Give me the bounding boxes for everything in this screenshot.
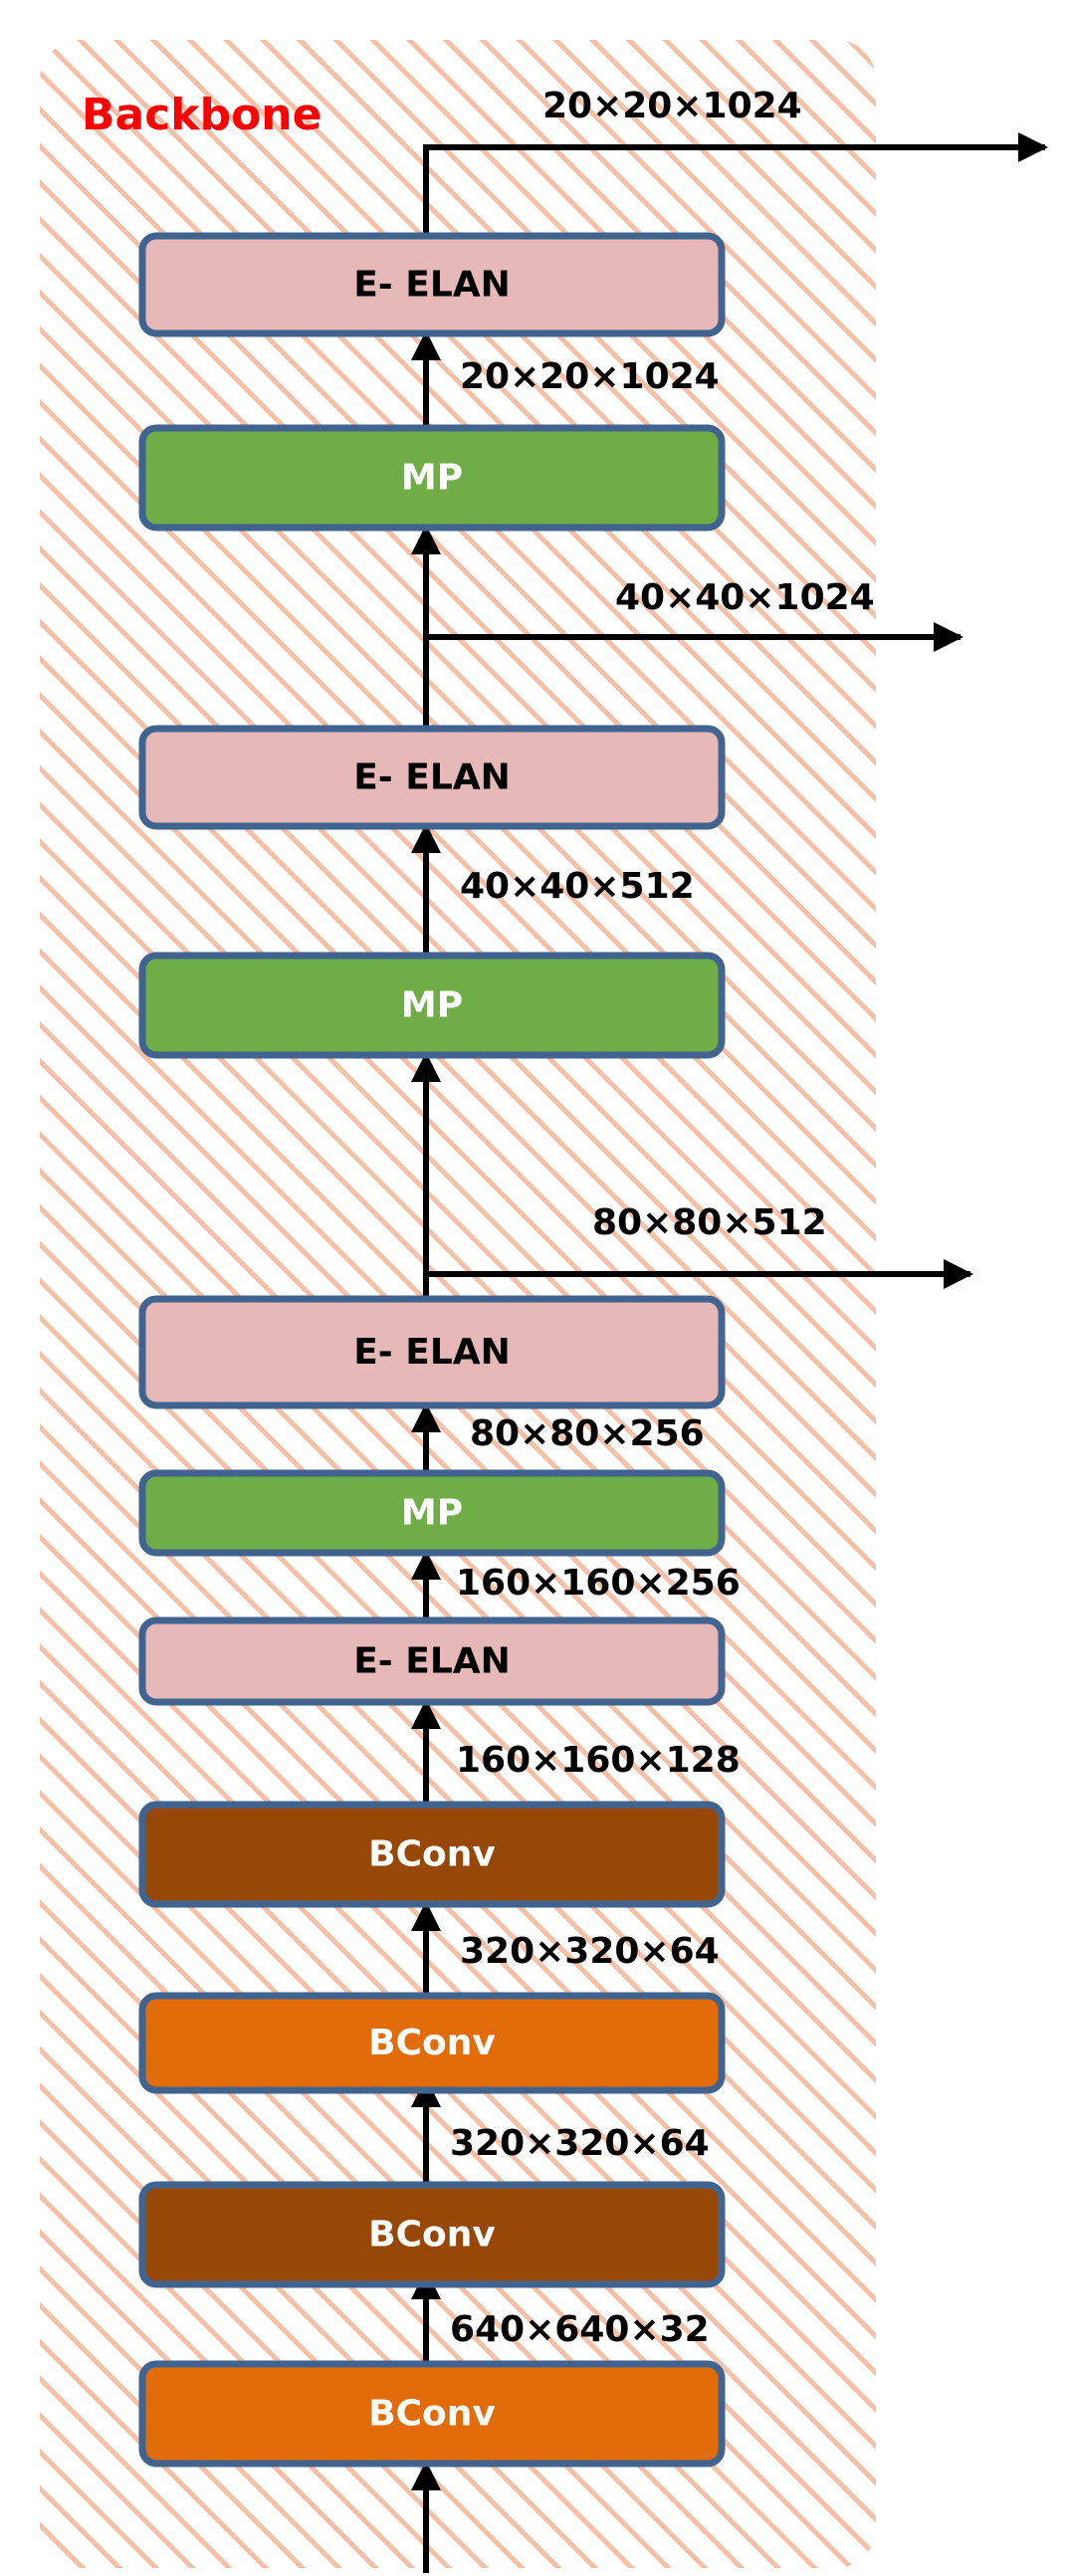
block-10: BConv — [138, 2181, 726, 2288]
block-box — [138, 232, 726, 337]
dimension-label-7: 160×160×256 — [456, 1563, 741, 1604]
block-label: BConv — [368, 2215, 496, 2255]
dimension-label-11: 640×640×32 — [450, 2309, 710, 2350]
block-label: E- ELAN — [353, 1641, 511, 1682]
dimension-label-4: 40×40×512 — [460, 866, 695, 907]
block-label: E- ELAN — [353, 757, 511, 798]
block-box — [138, 1295, 726, 1409]
block-box — [138, 1992, 726, 2094]
block-box — [138, 725, 726, 830]
dimension-label-5: 80×80×512 — [592, 1202, 827, 1243]
block-box — [138, 1469, 726, 1557]
block-5: E- ELAN — [138, 1295, 726, 1409]
dimension-label-8: 160×160×128 — [456, 1740, 741, 1781]
block-label: BConv — [368, 1834, 496, 1875]
block-7: E- ELAN — [138, 1616, 726, 1706]
block-label: MP — [401, 985, 463, 1026]
block-box — [138, 2360, 726, 2468]
block-label: BConv — [368, 2394, 496, 2435]
backbone-title: Backbone — [82, 90, 321, 140]
dimension-label-1: 20×20×1024 — [542, 86, 802, 126]
block-3: E- ELAN — [138, 725, 726, 830]
block-2: MP — [138, 424, 726, 532]
block-label: MP — [401, 458, 463, 499]
block-box — [138, 1801, 726, 1908]
block-box — [138, 2181, 726, 2288]
block-label: MP — [401, 1493, 463, 1534]
dimension-label-6: 80×80×256 — [470, 1413, 705, 1454]
block-box — [138, 424, 726, 532]
block-label: BConv — [368, 2023, 496, 2063]
dimension-label-2: 20×20×1024 — [460, 356, 720, 397]
dimension-label-3: 40×40×1024 — [615, 577, 875, 618]
output-arrow-p5 — [423, 132, 1048, 236]
block-6: MP — [138, 1469, 726, 1557]
block-box — [138, 1616, 726, 1706]
block-4: MP — [138, 952, 726, 1059]
block-9: BConv — [138, 1992, 726, 2094]
dimension-labels-layer: 20×20×1024 20×20×1024 40×40×1024 40×40×512 8… — [450, 86, 875, 2350]
block-8: BConv — [138, 1801, 726, 1908]
block-label: E- ELAN — [353, 265, 511, 306]
block-11: BConv — [138, 2360, 726, 2468]
block-1: E- ELAN — [138, 232, 726, 337]
arrows-layer — [411, 132, 1048, 2573]
block-box — [138, 952, 726, 1059]
dimension-label-10: 320×320×64 — [450, 2123, 710, 2164]
dimension-label-9: 320×320×64 — [460, 1931, 720, 1972]
block-label: E- ELAN — [353, 1332, 511, 1373]
